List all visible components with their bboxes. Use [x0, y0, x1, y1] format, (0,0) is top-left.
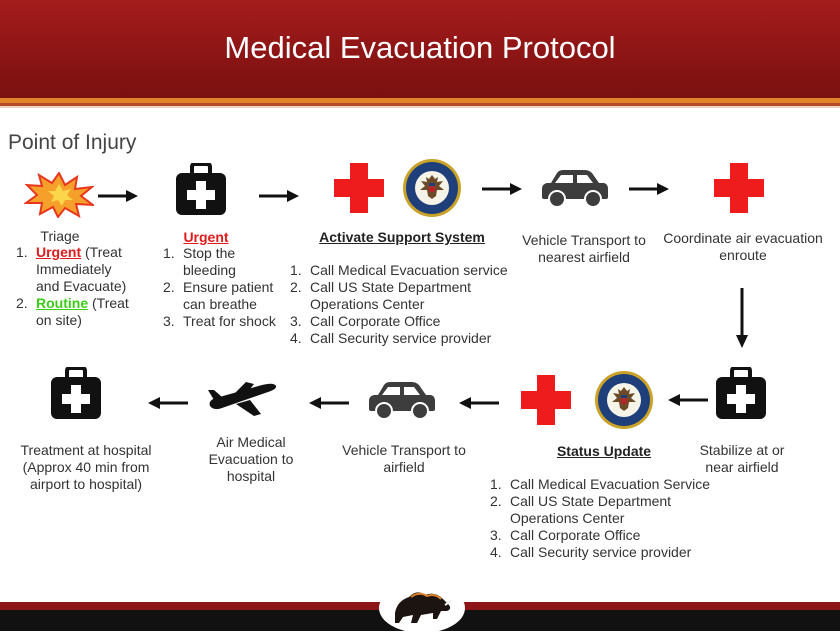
embassy-seal-icon — [594, 370, 654, 430]
header-accent-line-dark — [0, 103, 840, 106]
car-icon — [368, 381, 436, 421]
list-item: 4.Call Security service provider — [290, 330, 492, 346]
page-title: Medical Evacuation Protocol — [224, 30, 616, 65]
embassy-seal-icon — [402, 158, 462, 218]
activate-steps-list: 1.Call Medical Evacuation service 2.Call… — [290, 262, 520, 347]
red-cross-icon — [714, 163, 764, 213]
first-aid-kit-icon — [716, 367, 766, 419]
section-label: Point of Injury — [8, 131, 137, 154]
title-banner: Medical Evacuation Protocol — [0, 0, 840, 98]
urgent-label: Urgent — [36, 244, 82, 260]
arrow-right-icon — [482, 183, 522, 195]
arrow-right-icon — [629, 183, 669, 195]
status-update-heading: Status Update — [556, 443, 652, 459]
vehicle-transport-nearest-label: Vehicle Transport to nearest airfield — [522, 232, 646, 265]
urgent-steps-list: 1.Stop the bleeding 2.Ensure patient can… — [163, 245, 281, 330]
arrow-down-icon — [736, 288, 748, 348]
stabilize-at-airfield-label: Stabilize at or near airfield — [699, 442, 785, 475]
list-item: 2.Ensure patient can breathe — [163, 279, 274, 312]
list-item: 1.Call Medical Evacuation Service — [490, 476, 710, 492]
list-item: 4.Call Security service provider — [490, 544, 692, 560]
coordinate-air-evacuation-label: Coordinate air evacuation enroute — [663, 230, 823, 263]
list-item: 2.Call US State Department Operations Ce… — [290, 279, 472, 312]
list-item: 3.Call Corporate Office — [490, 527, 641, 543]
red-cross-icon — [521, 375, 571, 425]
triage-title: Triage — [40, 228, 80, 244]
air-medical-evacuation-label: Air Medical Evacuation to hospital — [208, 434, 294, 484]
list-item: 1.Stop the bleeding — [163, 245, 236, 278]
status-update-steps-list: 1.Call Medical Evacuation Service 2.Call… — [490, 476, 726, 561]
arrow-left-icon — [148, 397, 188, 409]
first-aid-kit-icon — [176, 163, 226, 215]
header-accent-line-light — [0, 106, 840, 108]
routine-label: Routine — [36, 295, 89, 311]
car-icon — [541, 169, 609, 209]
airplane-icon — [206, 378, 278, 418]
footer-logo-badge — [379, 583, 465, 633]
list-item: 2.Call US State Department Operations Ce… — [490, 493, 672, 526]
header-accent-line — [0, 98, 840, 103]
red-cross-icon — [334, 163, 384, 213]
list-item: 3.Call Corporate Office — [290, 313, 441, 329]
first-aid-kit-icon — [51, 367, 101, 419]
arrow-right-icon — [259, 190, 299, 202]
vehicle-transport-airfield-label: Vehicle Transport to airfield — [342, 442, 466, 475]
list-item: 1.Urgent (Treat Immediately and Evacuate… — [16, 244, 127, 294]
activate-heading: Activate Support System — [319, 229, 485, 245]
arrow-left-icon — [309, 397, 349, 409]
triage-list: 1.Urgent (Treat Immediately and Evacuate… — [16, 244, 132, 329]
explosion-icon — [24, 172, 94, 218]
urgent-heading: Urgent — [183, 229, 229, 245]
list-item: 1.Call Medical Evacuation service — [290, 262, 508, 278]
boar-logo-icon — [395, 592, 452, 623]
list-item: 3.Treat for shock — [163, 313, 276, 329]
arrow-right-icon — [98, 190, 138, 202]
treatment-at-hospital-label: Treatment at hospital (Approx 40 min fro… — [20, 442, 152, 492]
arrow-left-icon — [459, 397, 499, 409]
list-item: 2.Routine (Treat on site) — [16, 295, 129, 328]
arrow-left-icon — [668, 394, 708, 406]
